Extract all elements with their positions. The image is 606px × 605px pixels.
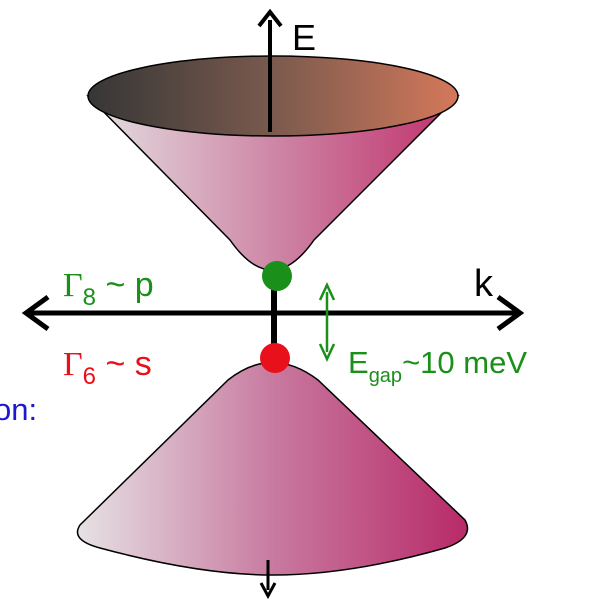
- gamma8-subscript: 8: [83, 284, 96, 311]
- lower-cone-surface: [76, 361, 469, 576]
- gap-suffix: ~10 meV: [402, 345, 527, 380]
- gamma6-label: Γ6 ~ s: [63, 345, 152, 390]
- gamma6-dot: [260, 343, 290, 373]
- gamma6-suffix: ~ s: [96, 345, 152, 383]
- gap-arrow: [318, 282, 336, 362]
- gamma8-suffix: ~ p: [96, 266, 154, 304]
- clipped-text: on:: [0, 392, 37, 427]
- gamma8-symbol: Γ: [63, 267, 83, 304]
- gamma8-label: Γ8 ~ p: [63, 266, 154, 311]
- energy-axis-label: E: [292, 17, 316, 58]
- energy-axis-arrowhead-down: [259, 582, 277, 600]
- gamma6-subscript: 6: [83, 363, 96, 390]
- upper-cone-top: [87, 55, 459, 137]
- momentum-axis-arrowhead-right: [496, 294, 525, 332]
- gap-subscript: gap: [369, 365, 402, 387]
- momentum-axis-label: k: [474, 263, 494, 305]
- momentum-axis: [21, 294, 525, 332]
- gap-prefix: E: [348, 345, 369, 380]
- energy-axis-arrowhead-up: [257, 8, 283, 28]
- gap-label: Egap~10 meV: [348, 345, 527, 387]
- gamma8-dot: [262, 261, 292, 291]
- lower-cone: [76, 361, 469, 576]
- upper-cone: [86, 55, 460, 271]
- gamma6-symbol: Γ: [63, 346, 83, 383]
- momentum-axis-arrowhead-left: [21, 294, 50, 332]
